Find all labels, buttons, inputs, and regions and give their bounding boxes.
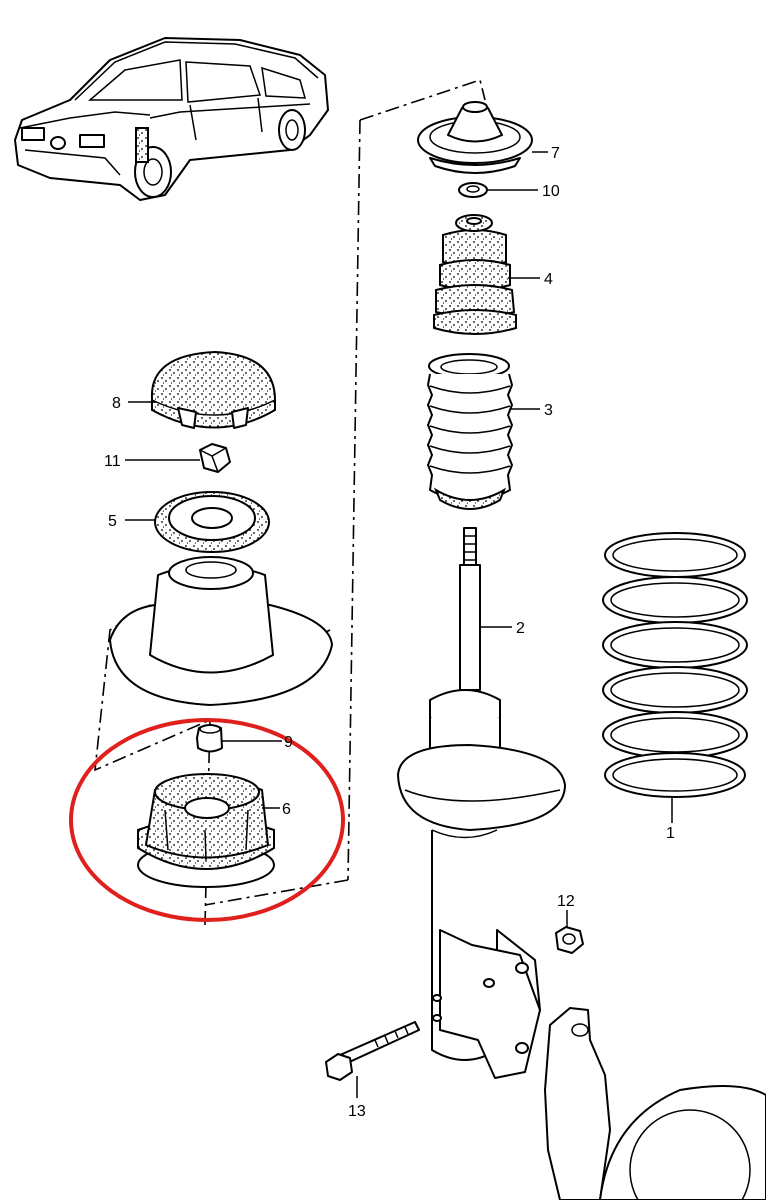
callout-4: 4	[544, 271, 553, 288]
part-9-sleeve	[196, 724, 223, 753]
assembly-line-upper	[359, 78, 486, 121]
part-10-washer	[458, 182, 488, 198]
callout-7: 7	[551, 145, 560, 162]
part-3-dust-boot	[427, 353, 513, 510]
callout-10: 10	[542, 183, 560, 200]
callout-3: 3	[544, 402, 553, 419]
part-6-spring-seat	[137, 773, 275, 888]
callout-6: 6	[282, 801, 291, 818]
callout-8: 8	[112, 395, 121, 412]
car-thumbnail	[14, 37, 329, 201]
callout-12: 12	[557, 893, 575, 910]
part-12-nut	[555, 926, 584, 954]
body-strut-tower	[109, 556, 333, 706]
highlight-circle	[69, 718, 345, 922]
callout-9: 9	[284, 734, 293, 751]
assembly-line-vertical	[347, 119, 361, 881]
part-13-bolt	[325, 1021, 420, 1081]
steering-knuckle	[544, 1007, 766, 1200]
part-1-coil-spring	[602, 532, 748, 798]
part-4-bump-stop	[433, 214, 517, 335]
callout-5: 5	[108, 513, 117, 530]
callout-1: 1	[666, 825, 675, 842]
callout-13: 13	[348, 1103, 366, 1120]
callout-11: 11	[104, 453, 121, 470]
part-8-cap	[150, 350, 276, 429]
part-5-bearing	[154, 491, 270, 553]
part-2-shock-absorber	[397, 527, 566, 1079]
part-7-strut-mount	[417, 101, 533, 174]
leader-lines	[125, 151, 673, 1098]
part-11-nut	[199, 443, 231, 473]
callout-2: 2	[516, 620, 525, 637]
